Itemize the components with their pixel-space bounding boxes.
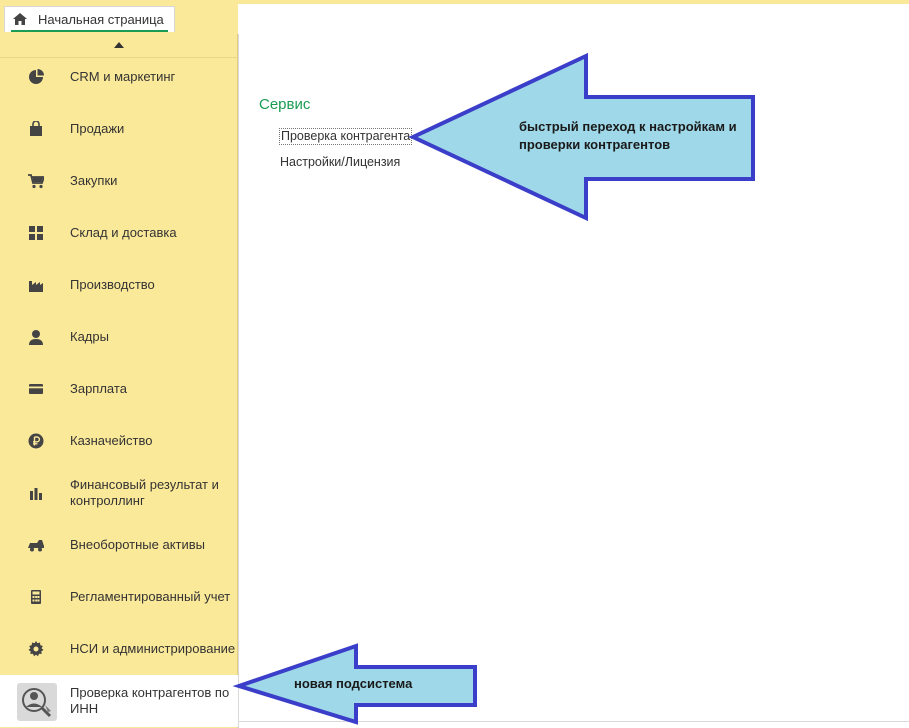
sidebar-item-crm[interactable]: CRM и маркетинг (0, 51, 238, 103)
tab-active-underline (11, 30, 168, 32)
warehouse-grid-icon (29, 226, 43, 240)
pie-chart-icon (29, 69, 44, 84)
sidebar-item-label: CRM и маркетинг (70, 69, 176, 84)
home-icon (13, 13, 27, 25)
link-settings-license[interactable]: Настройки/Лицензия (280, 155, 401, 169)
person-icon (29, 330, 43, 345)
sidebar: CRM и маркетинг Продажи Закупки Склад и … (0, 34, 238, 728)
sidebar-item-administration[interactable]: НСИ и администрирование (0, 623, 238, 675)
sidebar-item-production[interactable]: Производство (0, 259, 238, 311)
ruble-icon (28, 433, 44, 449)
sidebar-item-counterparty-check[interactable]: Проверка контрагентов по ИНН (0, 675, 238, 727)
sidebar-item-salary[interactable]: Зарплата (0, 363, 238, 415)
shopping-bag-icon (30, 121, 42, 136)
counterparty-check-icon (17, 683, 57, 721)
sidebar-item-label: Внеоборотные активы (70, 537, 206, 552)
sidebar-item-label: Зарплата (70, 381, 127, 396)
callout-arrow-top (408, 52, 755, 222)
sidebar-item-label: Склад и доставка (70, 225, 177, 240)
callout-text-top: быстрый переход к настройкам и проверки … (519, 119, 737, 152)
sidebar-item-label: Регламентированный учет (70, 589, 231, 604)
scroll-up-arrow-icon (114, 42, 124, 48)
calculator-icon (31, 590, 41, 604)
factory-icon (29, 281, 43, 292)
sidebar-item-fixed-assets[interactable]: Внеоборотные активы (0, 519, 238, 571)
tab-home-label: Начальная страница (38, 12, 164, 27)
tab-home[interactable]: Начальная страница (4, 6, 175, 32)
bar-chart-icon (30, 488, 42, 500)
main-panel-border (238, 34, 239, 728)
sidebar-item-label: Производство (70, 277, 155, 292)
sidebar-item-purchases[interactable]: Закупки (0, 155, 238, 207)
sidebar-item-label: Кадры (70, 329, 109, 344)
sidebar-item-label: Закупки (70, 173, 118, 188)
top-accent-strip (0, 0, 909, 4)
sidebar-item-hr[interactable]: Кадры (0, 311, 238, 363)
vehicle-icon (28, 540, 44, 552)
sidebar-item-treasury[interactable]: Казначейство (0, 415, 238, 467)
sidebar-item-financial-result[interactable]: Финансовый результат и контроллинг (0, 467, 238, 519)
sidebar-item-label: Продажи (70, 121, 125, 136)
gear-icon (28, 641, 44, 657)
sidebar-item-regulated-accounting[interactable]: Регламентированный учет (0, 571, 238, 623)
main-panel-bottom-border (239, 721, 909, 722)
sidebar-item-label: Финансовый результат и контроллинг (70, 477, 219, 508)
cart-icon (28, 174, 44, 189)
sidebar-item-label: Казначейство (70, 433, 153, 448)
sidebar-item-label: НСИ и администрирование (70, 641, 236, 656)
sidebar-scroll-up-button[interactable] (0, 34, 238, 58)
sidebar-item-sales[interactable]: Продажи (0, 103, 238, 155)
callout-arrow-bottom (232, 643, 477, 725)
section-title: Сервис (259, 96, 311, 113)
sidebar-item-warehouse[interactable]: Склад и доставка (0, 207, 238, 259)
tab-strip: Начальная страница (0, 4, 238, 34)
card-icon (29, 384, 43, 394)
sidebar-item-label: Проверка контрагентов по ИНН (70, 685, 230, 716)
callout-text-bottom: новая подсистема (294, 676, 413, 691)
